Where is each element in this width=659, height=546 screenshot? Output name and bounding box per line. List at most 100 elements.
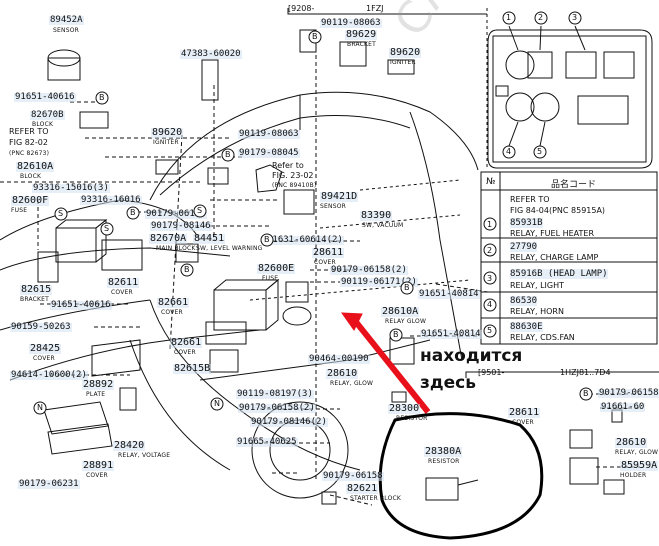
part-number: 90179-06158 (145, 209, 207, 219)
legend-part-description: RELAY, LIGHT (510, 281, 564, 290)
legend-row-line: FIG 84-04(PNC 85915A) (510, 206, 606, 215)
part-number: 93316-15016(3) (32, 183, 110, 193)
part-description: BLOCK (32, 121, 54, 128)
part-number: 91651-40814 (420, 329, 482, 339)
part-description: SW, VACUUM (362, 222, 404, 229)
callout-letter: S (197, 206, 203, 215)
part-description: COVER (161, 309, 183, 316)
legend-table: № 品名コード REFER TO FIG 84-04(PNC 85915A) 1… (481, 172, 657, 344)
part-number: 91665-40625 (236, 437, 298, 447)
callout-letter: S (104, 224, 110, 233)
part-number: 91651-40616 (14, 92, 76, 102)
callout-letter: B (225, 150, 231, 159)
part-description: IGNITER (153, 139, 179, 146)
part-description: SENSOR (53, 27, 79, 34)
part-description: FUSE (262, 275, 279, 282)
ref-fig-2-line: FIG. 23-02 (272, 171, 314, 180)
part-number: 84451 (193, 233, 226, 244)
hand-drawn-circle (378, 412, 544, 540)
part-description: HOLDER (620, 472, 647, 479)
part-number: 90179-06158 (322, 471, 384, 481)
annotation-line-2: здесь (420, 373, 476, 393)
part-number: 94614-10600(2) (10, 370, 88, 380)
part-number: 90179-06158(2) (330, 265, 408, 275)
part-description: STARTER BLOCK (350, 495, 402, 502)
part-description: FUSE (11, 207, 28, 214)
part-number: 28892 (82, 379, 115, 390)
callout-letter: S (58, 209, 64, 218)
part-number: 28610 (615, 437, 648, 448)
relay-box-number: 3 (572, 13, 578, 22)
part-description: RELAY GLOW (385, 318, 427, 325)
legend-header-code: 品名コード (551, 180, 597, 190)
part-number: 28425 (29, 343, 62, 354)
part-number: 82615B (173, 363, 212, 374)
part-number: 82600E (257, 263, 296, 274)
part-description: RELAY, GLOW (330, 380, 374, 387)
part-number: 90159-50263 (10, 322, 72, 332)
relay-box-number: 5 (537, 147, 543, 156)
part-description: COVER (512, 419, 534, 426)
part-number: 82611 (107, 277, 140, 288)
legend-row-number: 4 (487, 300, 493, 309)
part-description: BRACKET (20, 296, 50, 303)
part-number: 82610A (16, 161, 55, 172)
legend-header-num: № (486, 177, 496, 187)
ref-fig-1-line: (PNC 82673) (9, 150, 50, 157)
part-number: 90179-08146 (150, 221, 212, 231)
legend-part-description: RELAY, CDS.FAN (510, 333, 575, 342)
relay-box-number: 4 (506, 147, 512, 156)
part-number: 82670B (30, 110, 65, 120)
part-number: 90179-08146(2) (250, 417, 328, 427)
header-model-1: 1FZJ (366, 4, 384, 13)
part-description: PLATE (86, 391, 106, 398)
part-description: COVER (33, 355, 55, 362)
legend-row-markers (483, 217, 497, 338)
callout-letter: N (37, 403, 43, 412)
legend-row-number: 3 (487, 274, 493, 283)
part-number: 90179-06231 (18, 479, 80, 489)
ref-fig-2-line: (PNC 89410B) (272, 182, 317, 189)
part-number: 89629 (345, 29, 378, 40)
part-number: 91651-40814 (418, 289, 480, 299)
part-number: 82615 (20, 284, 53, 295)
callout-letter: B (264, 235, 270, 244)
part-number: 93316-16016 (80, 195, 142, 205)
callout-letter: B (312, 32, 318, 41)
legend-part-number: 27790 (510, 242, 538, 252)
part-number: 28891 (82, 460, 115, 471)
header-range-1: [9208- (288, 4, 315, 13)
part-number: 91651-40616 (50, 300, 112, 310)
part-number: 91631-60614(2) (266, 235, 344, 245)
legend-part-description: RELAY, HORN (510, 307, 564, 316)
part-number: 89620 (151, 127, 184, 138)
part-number: 47383-60020 (180, 49, 242, 59)
part-number: 82661 (157, 297, 190, 308)
callout-letter: B (393, 330, 399, 339)
legend-row-number: 2 (487, 246, 493, 255)
ref-fig-1-line: FIG 82-02 (9, 138, 48, 147)
relay-box-number: 2 (538, 13, 544, 22)
legend-part-number: 88630E (510, 322, 543, 332)
legend-row-number: 5 (487, 326, 493, 335)
part-description: SW, LEVEL WARNING (196, 245, 263, 252)
legend-part-description: RELAY, CHARGE LAMP (510, 253, 599, 262)
part-description: SENSOR (320, 203, 346, 210)
part-number: 91661-60 (600, 402, 646, 412)
part-number: 89421D (320, 191, 359, 202)
callout-letter: B (130, 208, 136, 217)
ref-fig-1-line: REFER TO (9, 127, 49, 136)
legend-row-line: REFER TO (510, 195, 550, 204)
legend-part-number: 85931B (510, 218, 543, 228)
callout-letter: B (404, 283, 410, 292)
part-number: 90119-08197(3) (236, 389, 314, 399)
part-number: 90119-08063 (320, 18, 382, 28)
part-number: 28611 (312, 247, 345, 258)
part-number: 82621 (346, 483, 379, 494)
legend-row-number: 1 (487, 220, 493, 229)
part-description: MAIN BLOCK (156, 245, 196, 252)
part-description: BLOCK (20, 173, 42, 180)
part-number: 90119-06171(2) (340, 277, 418, 287)
